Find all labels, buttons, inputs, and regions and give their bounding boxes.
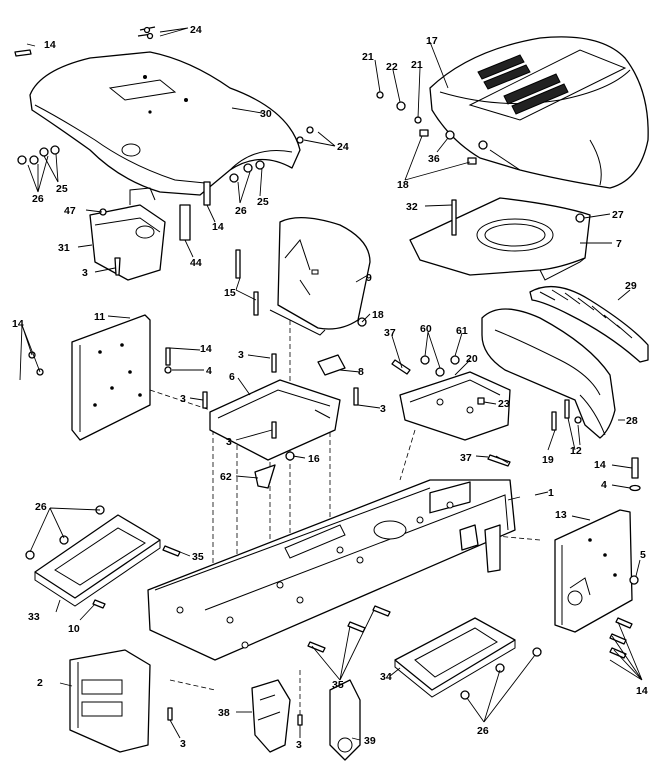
callout-24-a: 24 xyxy=(190,24,202,36)
bracket-20 xyxy=(399,371,511,441)
callout-33: 33 xyxy=(28,611,40,623)
callout-3-c: 3 xyxy=(180,393,186,405)
dash-panel-9 xyxy=(269,217,371,336)
callout-18-a: 18 xyxy=(372,309,384,321)
callout-39: 39 xyxy=(364,735,376,747)
callout-15: 15 xyxy=(224,287,236,299)
callout-10: 10 xyxy=(68,623,80,635)
callout-25-a: 25 xyxy=(56,183,68,195)
callout-labels: 14 24 30 24 26 25 47 26 25 14 31 44 3 9 … xyxy=(12,24,648,751)
callout-17: 17 xyxy=(426,35,438,47)
callout-14-a: 14 xyxy=(44,39,56,51)
bracket-39 xyxy=(329,679,361,761)
callout-13: 13 xyxy=(555,509,567,521)
hood-plate-7 xyxy=(409,197,591,281)
callout-14-c: 14 xyxy=(12,318,24,330)
callout-3-f: 3 xyxy=(180,738,186,750)
callout-60: 60 xyxy=(420,323,432,335)
callout-35-b: 35 xyxy=(332,679,344,691)
hood-grille xyxy=(477,54,569,115)
callout-14-f: 14 xyxy=(636,685,648,697)
callout-14-d: 14 xyxy=(200,343,212,355)
callout-3-a: 3 xyxy=(82,267,88,279)
callout-3-b: 3 xyxy=(238,349,244,361)
callout-34: 34 xyxy=(380,671,392,683)
callout-36: 36 xyxy=(428,153,440,165)
callout-30: 30 xyxy=(260,108,272,120)
callout-25-b: 25 xyxy=(257,196,269,208)
callout-29: 29 xyxy=(625,280,637,292)
front-bumper-28 xyxy=(481,308,616,439)
callout-23: 23 xyxy=(498,398,510,410)
frame-1 xyxy=(147,479,516,661)
footrest-33 xyxy=(34,514,161,607)
callout-37-b: 37 xyxy=(460,452,472,464)
callout-5: 5 xyxy=(640,549,646,561)
callout-14-b: 14 xyxy=(212,221,224,233)
callout-37-a: 37 xyxy=(384,327,396,339)
front-plate-2 xyxy=(69,649,151,753)
callout-26-c: 26 xyxy=(35,501,47,513)
callout-9: 9 xyxy=(366,272,372,284)
footrest-34 xyxy=(394,617,516,698)
callout-8: 8 xyxy=(358,366,364,378)
steering-bracket-31 xyxy=(89,187,166,281)
callout-3-e: 3 xyxy=(226,436,232,448)
callout-19: 19 xyxy=(542,454,554,466)
callout-3-d: 3 xyxy=(380,403,386,415)
callout-21-b: 21 xyxy=(411,59,423,71)
hood-17 xyxy=(429,36,649,189)
callout-16: 16 xyxy=(308,453,320,465)
callout-61: 61 xyxy=(456,325,468,337)
callout-26-d: 26 xyxy=(477,725,489,737)
dash-cover-30 xyxy=(29,51,301,196)
callout-1: 1 xyxy=(548,487,554,499)
callout-21-a: 21 xyxy=(362,51,374,63)
callout-44: 44 xyxy=(190,257,202,269)
grille-29 xyxy=(529,286,649,363)
callout-22: 22 xyxy=(386,61,398,73)
callout-2: 2 xyxy=(37,677,43,689)
callout-27: 27 xyxy=(612,209,624,221)
callout-4-b: 4 xyxy=(601,479,607,491)
callout-32: 32 xyxy=(406,201,418,213)
callout-14-e: 14 xyxy=(594,459,606,471)
callout-3-g: 3 xyxy=(296,739,302,751)
callout-24-b: 24 xyxy=(337,141,349,153)
callout-26-b: 26 xyxy=(235,205,247,217)
callout-7: 7 xyxy=(616,238,622,250)
plate-6 xyxy=(209,379,341,461)
callout-20: 20 xyxy=(466,353,478,365)
callout-38: 38 xyxy=(218,707,230,719)
callout-31: 31 xyxy=(58,242,70,254)
leader-lines xyxy=(19,27,643,741)
callout-28: 28 xyxy=(626,415,638,427)
callout-12: 12 xyxy=(570,445,582,457)
callout-26-a: 26 xyxy=(32,193,44,205)
hardware xyxy=(14,26,641,726)
callout-47: 47 xyxy=(64,205,76,217)
callout-18-b: 18 xyxy=(397,179,409,191)
callout-62: 62 xyxy=(220,471,232,483)
bracket-38 xyxy=(251,679,291,753)
callout-11: 11 xyxy=(94,311,105,323)
callout-35-a: 35 xyxy=(192,551,204,563)
callout-4-a: 4 xyxy=(206,365,212,377)
callout-6: 6 xyxy=(229,371,235,383)
side-panel-11 xyxy=(71,314,151,441)
side-panel-13 xyxy=(554,509,633,633)
